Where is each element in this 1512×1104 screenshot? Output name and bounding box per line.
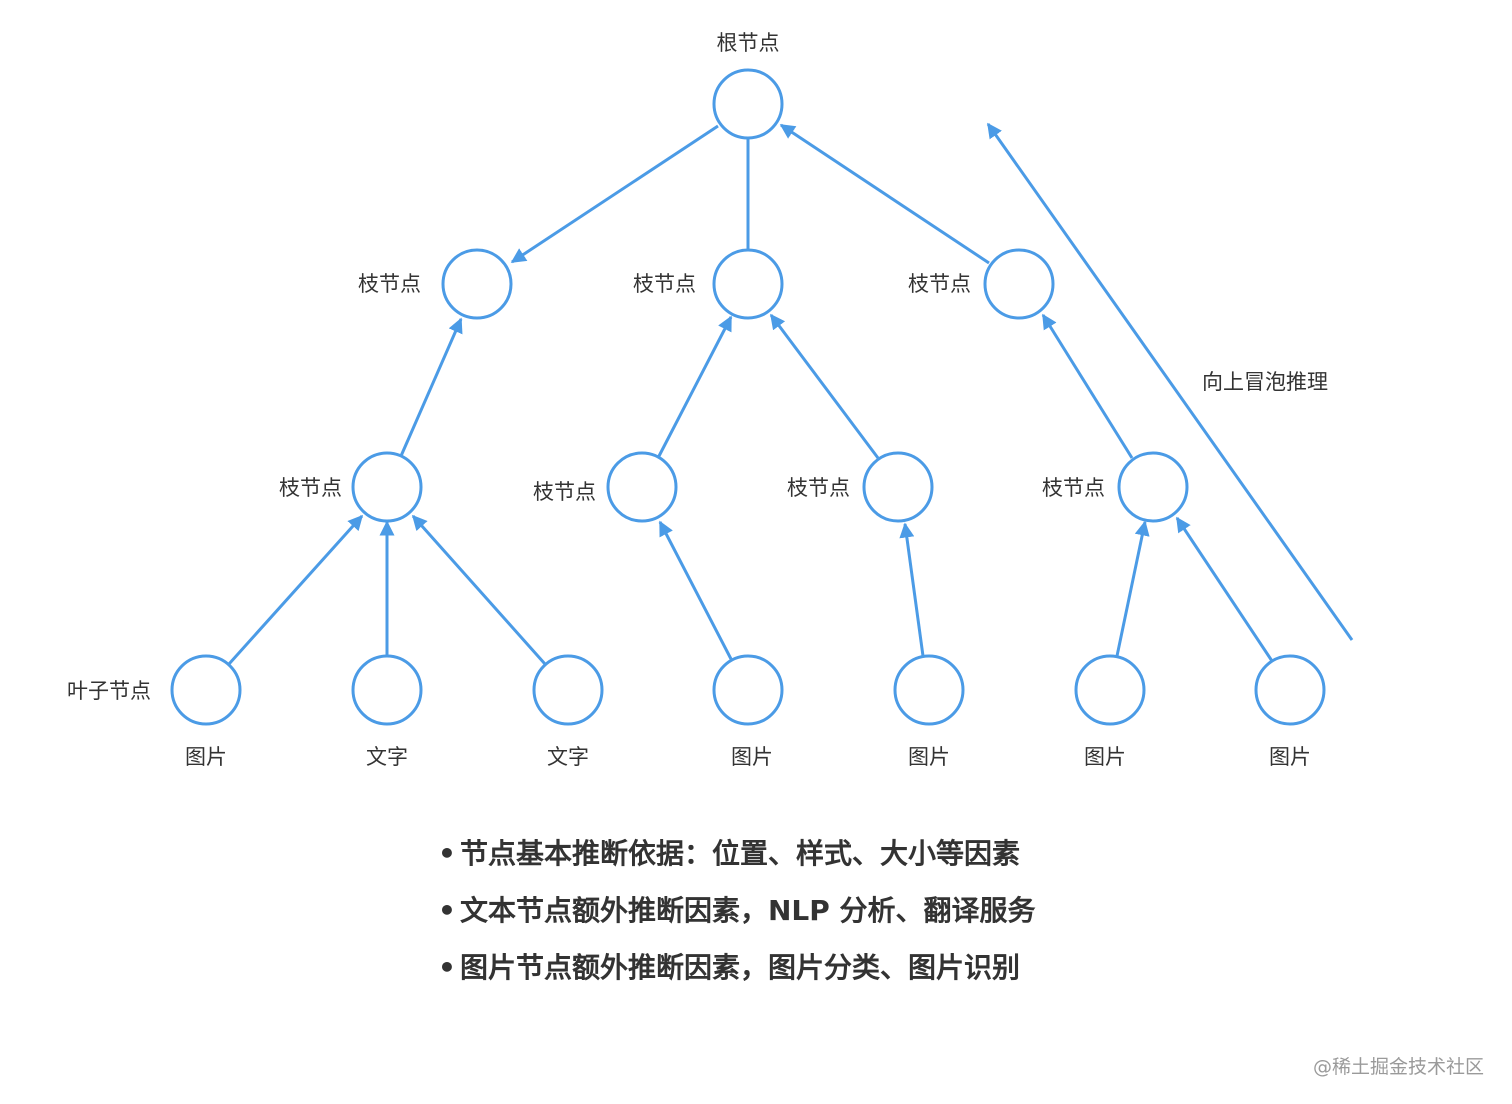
leaf-type-label: 图片 [1269,745,1311,769]
branch-node [351,451,423,523]
root-node [712,68,784,140]
leaf-node [712,654,784,726]
bullet-marker: • [438,894,456,927]
branch-node [606,451,678,523]
leaf-node [532,654,604,726]
edge-branch4-to-branch1 [399,317,463,457]
leaf-node [893,654,965,726]
bullet-item: •图片节点额外推断因素，图片分类、图片识别 [438,946,1198,1003]
edge-branch5-to-branch2 [656,315,733,459]
edge-leaf6-to-branch7 [1115,520,1150,657]
leaf-node [1254,654,1326,726]
edge-branch1-to-root [510,124,719,264]
branch-label: 枝节点 [358,272,421,296]
branch-label: 枝节点 [279,476,342,500]
leaf-type-label: 文字 [366,745,408,769]
leaf-node [351,654,423,726]
bullet-marker: • [438,837,456,870]
leaf-node [170,654,242,726]
branch-node [441,248,513,320]
bullet-text: 图片节点额外推断因素，图片分类、图片识别 [460,951,1021,984]
edge-leaf4-to-branch5 [658,520,733,660]
branch-node [1117,451,1189,523]
branch-label: 枝节点 [533,480,596,504]
leaf-node [1074,654,1146,726]
leaf-type-label: 文字 [547,745,589,769]
bullet-item: •节点基本推断依据：位置、样式、大小等因素 [438,832,1198,889]
leaf-type-label: 图片 [908,745,950,769]
branch-label: 枝节点 [908,272,971,296]
leaf-type-labels: 图片 文字 文字 图片 图片 图片 图片 [185,745,1311,769]
bullet-item: •文本节点额外推断因素，NLP 分析、翻译服务 [438,889,1198,946]
bullet-list: •节点基本推断依据：位置、样式、大小等因素 •文本节点额外推断因素，NLP 分析… [438,832,1198,1003]
nodes [170,68,1326,726]
edge-branch6-to-branch2 [769,313,880,459]
node-labels: 根节点 枝节点 枝节点 枝节点 枝节点 枝节点 枝节点 枝节点 叶子节点 向上冒… [67,31,1328,703]
edge-leaf3-to-branch4 [411,514,547,665]
bullet-text: 文本节点额外推断因素，NLP 分析、翻译服务 [460,894,1036,927]
edge-branch7-to-branch3 [1041,313,1134,459]
branch-label: 枝节点 [633,272,696,296]
branch-node [712,248,784,320]
bullet-text: 节点基本推断依据：位置、样式、大小等因素 [460,837,1021,870]
leaf-type-label: 图片 [185,745,227,769]
edge-leaf5-to-branch6 [899,522,925,657]
branch-label: 枝节点 [787,476,850,500]
edges [227,122,1354,666]
edge-leaf1-to-branch4 [227,514,364,666]
leaf-type-label: 图片 [1084,745,1126,769]
upward-inference-label: 向上冒泡推理 [1202,370,1328,394]
branch-node [983,248,1055,320]
branch-label: 枝节点 [1042,476,1105,500]
bullet-marker: • [438,951,456,984]
leaf-level-label: 叶子节点 [67,679,151,703]
branch-node [862,451,934,523]
edge-branch3-to-root [779,123,990,265]
watermark: @稀土掘金技术社区 [1312,1056,1484,1078]
upward-inference-arrow [986,122,1354,641]
root-label: 根节点 [717,31,780,55]
edge-leaf7-to-branch7 [1175,516,1274,662]
leaf-type-label: 图片 [731,745,773,769]
